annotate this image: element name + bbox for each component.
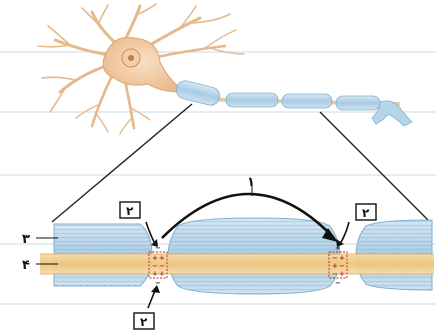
label-1: ۱ [247,175,255,190]
label-2-top-right: ۲ [356,204,376,220]
charge-minus: − [159,262,165,270]
magnified-axon [40,218,434,294]
charge-plus: + [339,254,345,262]
charge-minus: − [152,262,158,270]
label-2-top-left: ۲ [120,202,140,218]
charge-minus: − [332,254,338,262]
cell-body [103,37,182,92]
nucleolus [128,55,134,61]
charge-minus: − [155,279,161,287]
axon-top [174,79,412,126]
charge-plus: + [332,262,338,270]
myelin-segment [174,79,221,107]
charge-minus: − [335,279,341,287]
label-2-text: ۲ [126,204,134,218]
axon-core [40,254,434,274]
charge-plus: + [152,270,158,278]
charge-plus: + [152,254,158,262]
charge-minus: − [339,262,345,270]
label-2-bottom: ۲ [134,313,154,329]
neuron-illustration [38,4,412,134]
label-4: ۴ [22,258,30,273]
myelin-segment [226,93,278,107]
myelin-segment [336,96,380,110]
charge-plus: + [159,254,165,262]
myelin-segment [282,94,332,108]
label-3: ۳ [22,232,30,247]
charge-plus: + [159,270,165,278]
charge-plus: + [339,270,345,278]
charge-minus: − [332,270,338,278]
label-2-text: ۲ [362,206,370,220]
label-2-text: ۲ [140,315,148,329]
